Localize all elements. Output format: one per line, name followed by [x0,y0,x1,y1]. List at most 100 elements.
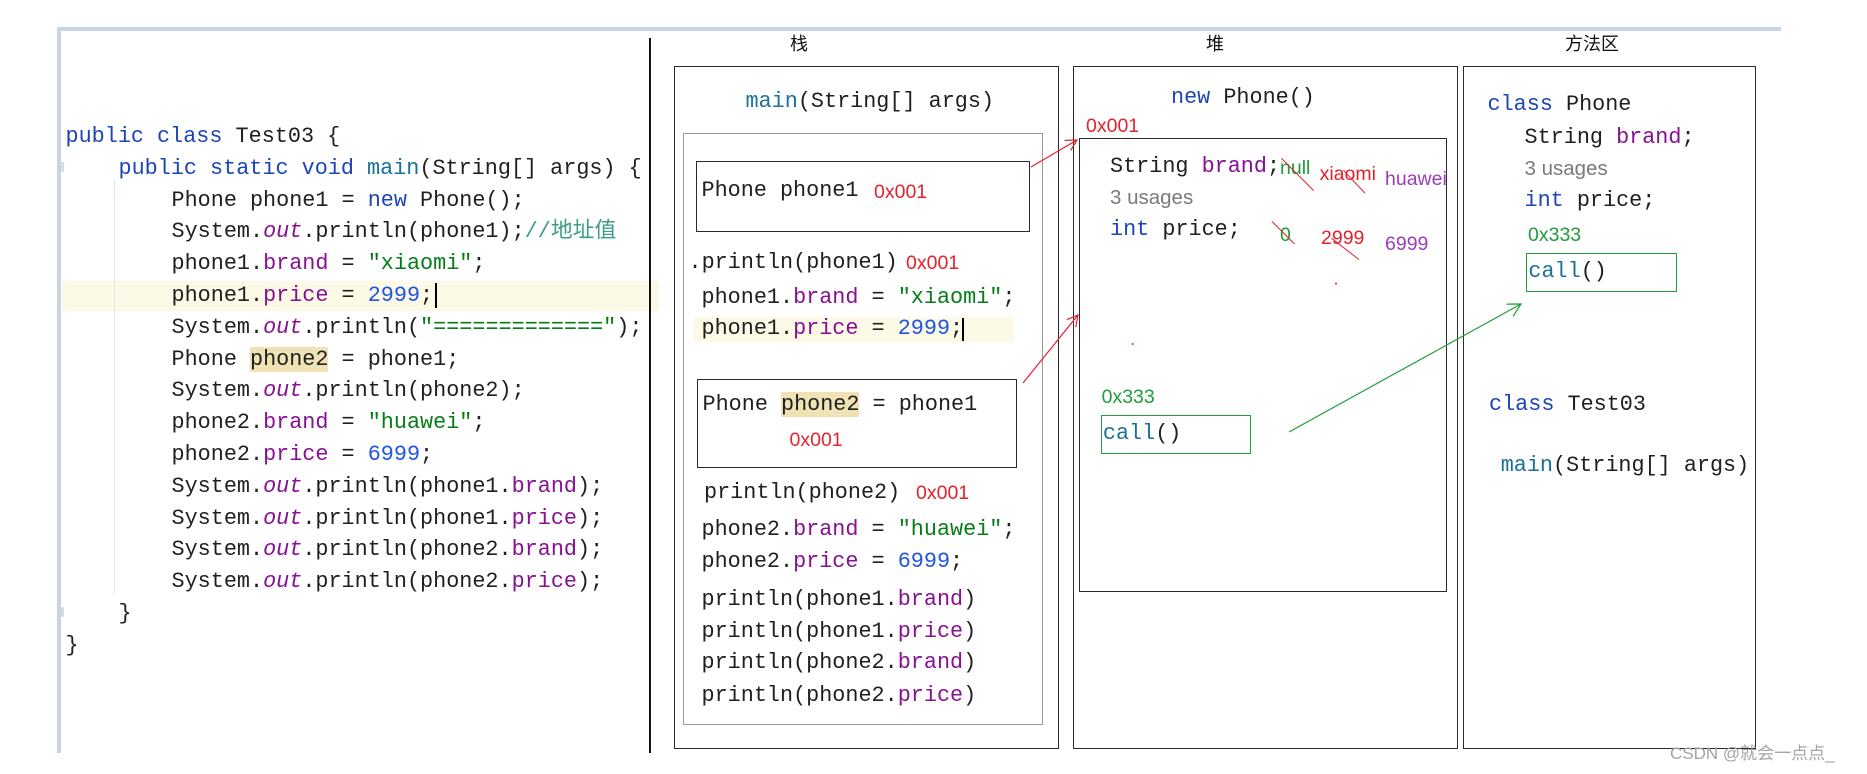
code-line[interactable]: System.out.println(phone2.price); [172,566,604,598]
heap-method-call: call() [1103,418,1182,450]
code-token-text: System. [171,537,264,563]
code-line[interactable]: phone1.price = 2999; [172,280,434,312]
code-token-text: ) [963,682,977,708]
code-line[interactable]: Phone phone1 = new Phone(); [172,185,525,217]
code-token-text: ; [1002,285,1016,310]
price-value-2999: 2999 [1321,227,1365,249]
code-token-text: ; [1681,125,1695,150]
code-line[interactable]: phone2.price = 6999; [172,439,434,471]
code-token-field: brand [263,410,329,436]
code-line[interactable]: System.out.println("============="); [172,312,643,344]
println-phone2-line: println(phone2) [704,477,900,509]
code-token-text: phone1. [701,316,794,341]
text-caret [435,283,437,308]
code-token-field: brand [897,587,964,612]
method-area-usages-hint: 3 usages [1524,157,1608,180]
code-line[interactable]: System.out.println(phone1);//地址值 [172,216,617,248]
method-area-method-call: call() [1528,256,1607,288]
code-token-text: = [858,285,898,310]
code-token-keyword: class [1487,91,1553,117]
code-line[interactable]: System.out.println(phone2.brand); [172,534,604,566]
method-area-header: 方法区 [1565,34,1619,55]
fold-marker[interactable] [61,162,64,172]
code-token-text: = [858,549,898,574]
code-token-static-field: out [263,537,303,563]
code-token-comment: //地址值 [524,219,617,245]
code-token-string-literal: "xiaomi" [897,285,1003,310]
code-token-text: ); [577,505,604,531]
stack-println-line: println(phone2.brand) [702,647,977,679]
code-line[interactable]: System.out.println(phone1.brand); [172,471,604,503]
code-token-text: ; [472,251,486,277]
code-token-text: System. [171,505,264,531]
code-token-static-field: out [263,314,303,340]
code-token-text: Test03 { [235,124,341,149]
stack-phone1-brand-line: phone1.brand = "xiaomi"; [702,282,1016,314]
code-token-text: .println(phone1. [302,473,512,499]
code-token-text: Phone [1552,91,1632,117]
code-token-text: ; [950,549,964,574]
code-token-text: ); [577,569,604,595]
brand-value-huawei: huawei [1385,167,1447,190]
code-token-field: brand [793,517,859,542]
code-token-number-literal: 2999 [367,283,421,308]
stack-frame-title: main(String[] args) [746,86,995,118]
heap-method-box: call() [1100,414,1251,454]
code-line[interactable]: public static void main(String[] args) { [119,153,642,185]
code-token-text: price; [1563,188,1656,213]
fold-marker[interactable] [61,607,64,617]
code-line[interactable]: phone1.brand = "xiaomi"; [172,248,486,280]
code-token-text: .println(phone1. [302,505,512,531]
stack-area-box [674,65,1059,749]
code-line[interactable]: phone2.brand = "huawei"; [172,407,486,439]
println-phone2-address: 0x001 [916,482,970,504]
code-token-text: phone2. [171,410,264,436]
code-token-text: System. [171,473,264,499]
code-token-method-name: main [745,89,798,114]
code-line[interactable]: } [119,598,132,630]
brand-value-initial: null [1280,157,1311,179]
stack-println-line: println(phone1.brand) [702,584,977,616]
stack-text-caret [962,318,964,341]
code-token-text: ); [577,537,604,563]
code-token-text: ; [420,442,434,467]
code-token-text: println(phone1. [701,587,898,612]
println-phone1-line: .println(phone1) [689,247,898,279]
code-token-text: = phone1; [328,346,460,372]
code-token-field: price [897,682,964,708]
stack-current-line-highlight [694,317,1014,342]
code-token-text: (String[] args) [1553,452,1750,478]
code-line[interactable]: public class Test03 { [66,121,341,153]
code-token-number-literal: 2999 [897,316,951,341]
main-method-entry: main(String[] args) [1501,450,1750,482]
code-token-text: price; [1149,217,1241,242]
code-token-field: price [263,283,329,308]
code-token-text: phone1. [171,283,264,308]
brand-value-xiaomi: xiaomi [1319,163,1376,185]
code-line[interactable]: } [66,630,79,662]
code-token-text: = [858,517,898,542]
code-token-text: System. [171,378,264,404]
code-token-text: = [328,251,368,277]
code-line[interactable]: Phone phone2 = phone1; [171,344,460,376]
code-token-text: phone1. [171,251,264,277]
code-token-text: () [1155,420,1182,446]
code-line[interactable]: System.out.println(phone1.price); [172,503,604,535]
code-token-method-name: main [1500,452,1554,478]
code-token-text: println(phone2. [701,650,898,675]
stack-header: 栈 [790,34,808,55]
code-token-text: println(phone2) [704,480,901,505]
code-token-field: price [511,505,578,531]
code-token-text: Phone [702,392,781,417]
heap-object-title: new Phone() [1171,82,1315,114]
code-token-text: = phone1 [859,392,978,417]
code-token-text: (String[] args) [797,89,995,114]
code-line[interactable]: System.out.println(phone2); [172,375,525,407]
code-editor[interactable]: public class Test03 {public static void … [0,0,659,774]
code-token-text: = [328,410,368,436]
println-phone1-address: 0x001 [906,252,960,274]
phone1-declaration: Phone phone1 [702,175,859,207]
indent-guide [114,180,115,594]
code-token-text: ); [616,314,643,340]
code-token-text: Phone [171,346,250,372]
